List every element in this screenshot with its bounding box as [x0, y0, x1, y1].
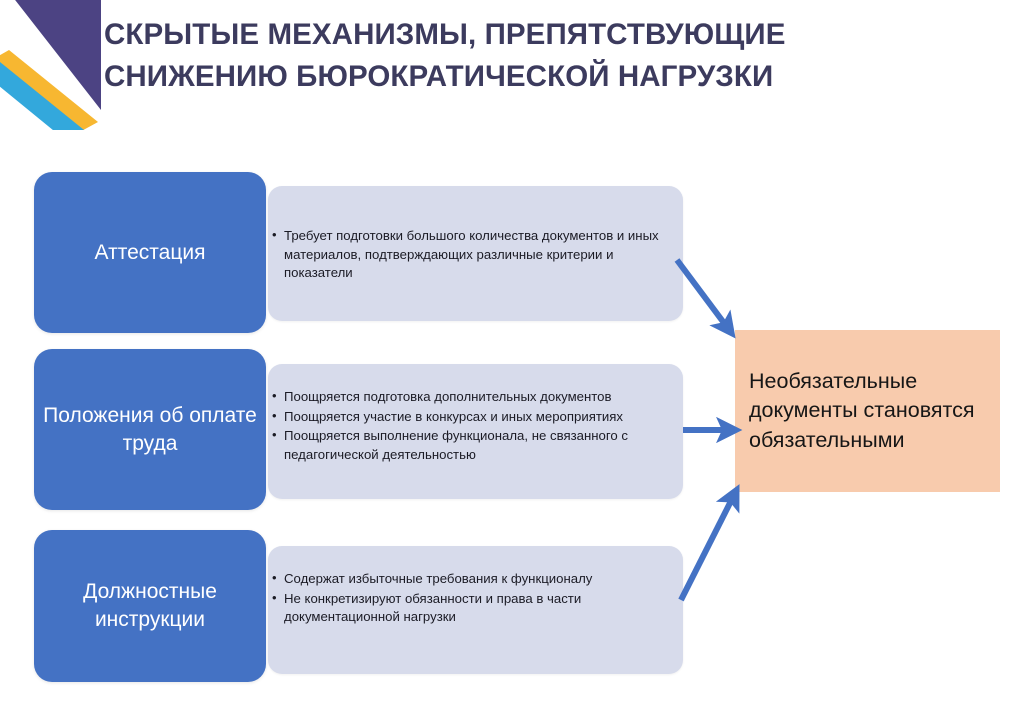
- logo-cyan-stripe: [0, 62, 85, 130]
- list-item: Поощряется участие в конкурсах и иных ме…: [272, 407, 674, 427]
- category-label-attestation: Аттестация: [94, 240, 206, 264]
- list-item: Не конкретизируют обязанности и права в …: [272, 589, 674, 627]
- list-item: Поощряется выполнение функционала, не св…: [272, 426, 674, 464]
- category-box-attestation[interactable]: Аттестация: [34, 172, 266, 333]
- bullet-list-job-instructions: Содержат избыточные требования к функцио…: [272, 569, 674, 628]
- list-item: Содержат избыточные требования к функцио…: [272, 569, 674, 589]
- category-label-job-instructions: Должностные инструкции: [83, 580, 217, 631]
- page-title: Скрытые механизмы, препятствующие снижен…: [104, 18, 786, 93]
- outcome-text: Необязательные документы становятся обяз…: [749, 368, 975, 452]
- category-box-job-instructions[interactable]: Должностные инструкции: [34, 530, 266, 682]
- bullet-list-payroll: Поощряется подготовка дополнительных док…: [272, 387, 674, 466]
- bullet-list-attestation: Требует подготовки большого количества д…: [272, 226, 674, 284]
- list-item: Поощряется подготовка дополнительных док…: [272, 387, 674, 407]
- outcome-box: Необязательные документы становятся обяз…: [735, 330, 1000, 492]
- arrow-attestation-to-outcome: [674, 258, 736, 339]
- corner-chevron-logo: [0, 0, 132, 130]
- logo-yellow-stripe: [0, 50, 98, 130]
- arrow-job-instructions-to-outcome: [678, 484, 740, 602]
- category-label-payroll: Положения об оплате труда: [43, 403, 257, 455]
- list-item: Требует подготовки большого количества д…: [272, 226, 674, 283]
- logo-purple-triangle: [15, 0, 101, 110]
- category-box-payroll[interactable]: Положения об оплате труда: [34, 349, 266, 510]
